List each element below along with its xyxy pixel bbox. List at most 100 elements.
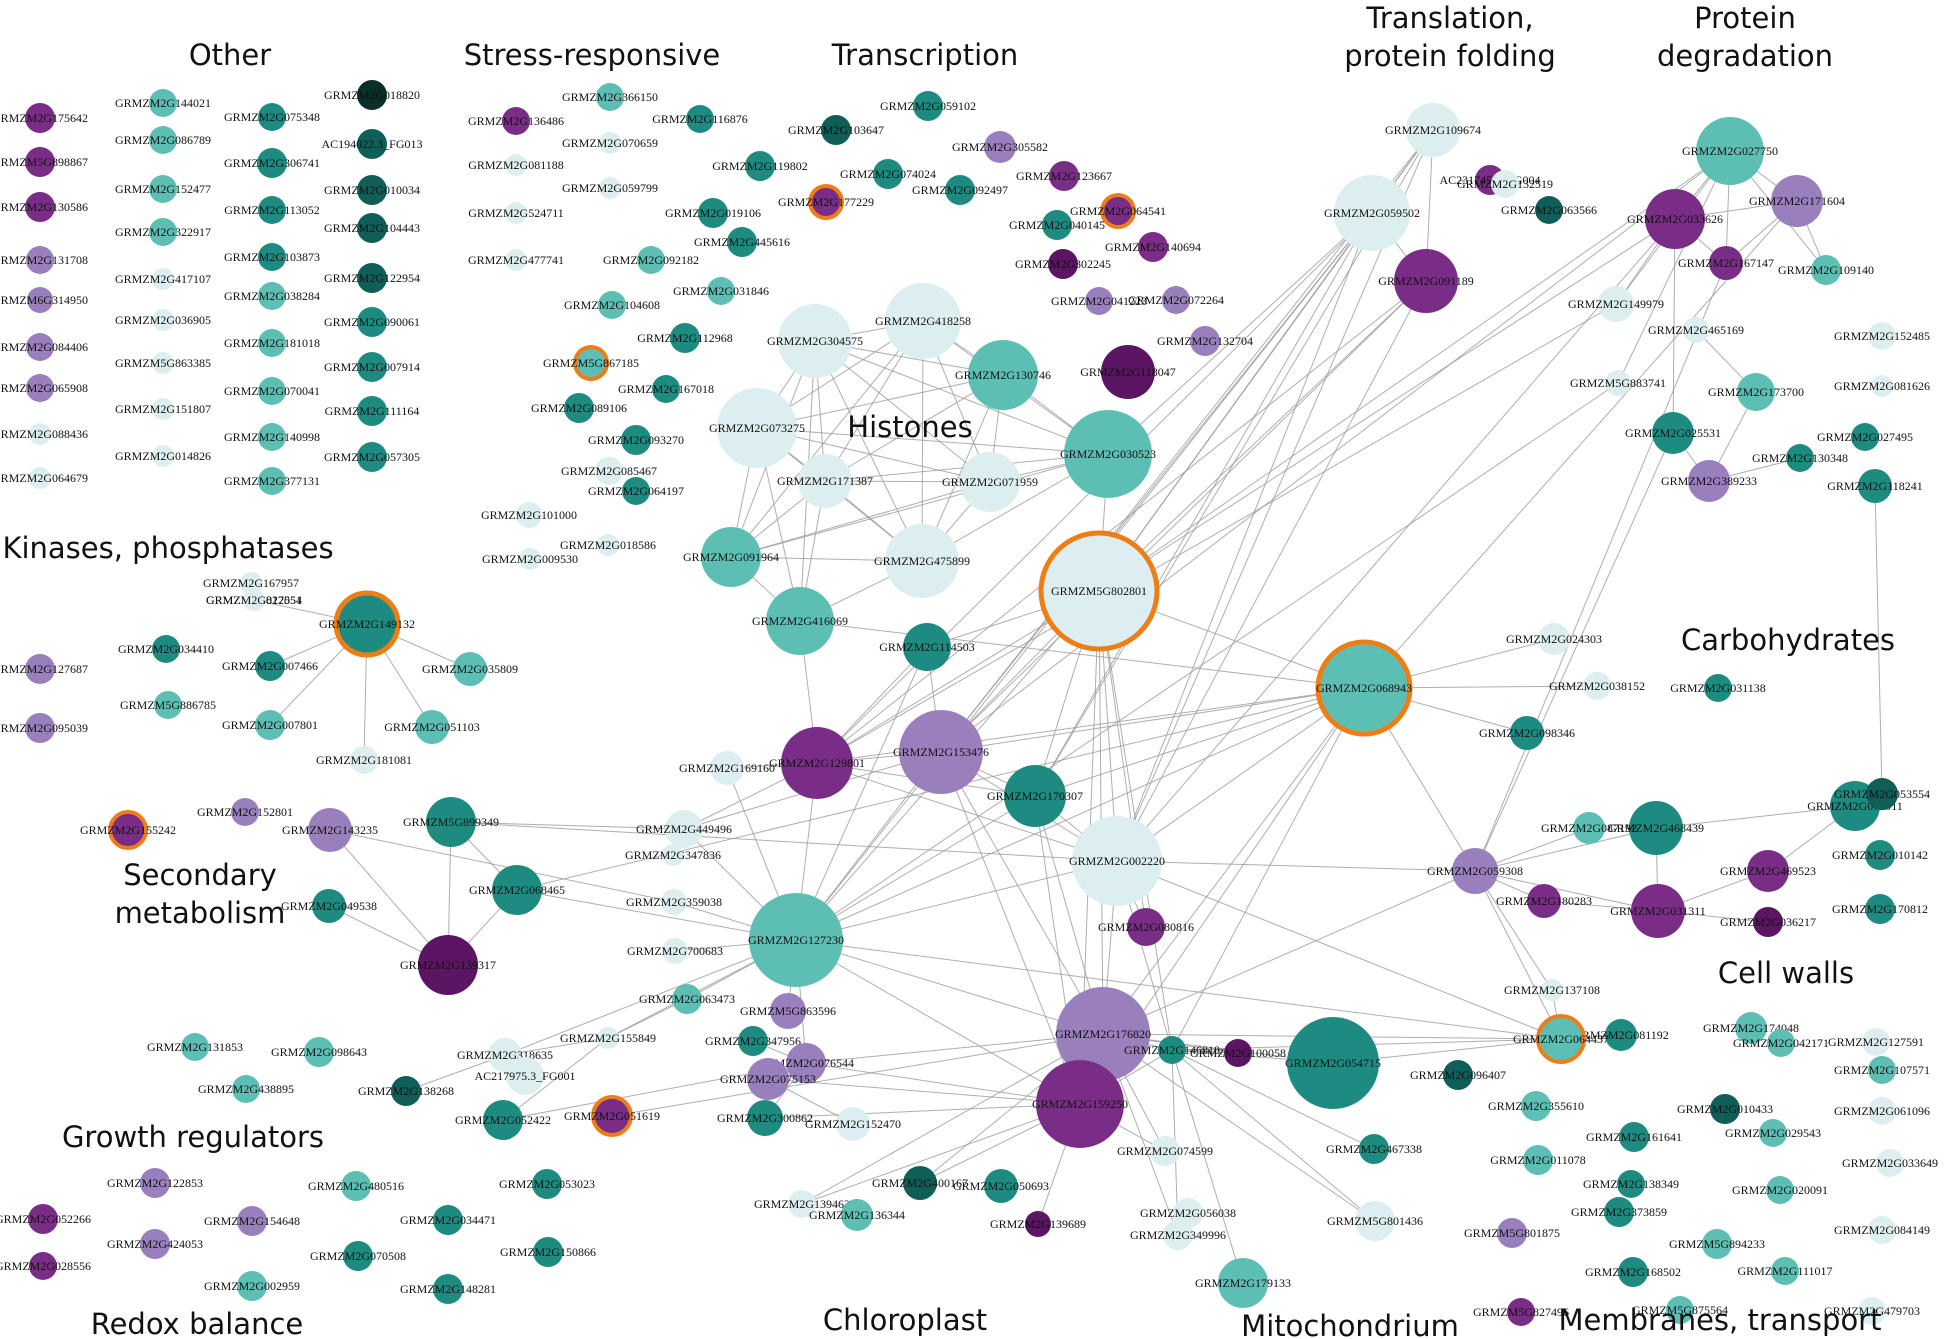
gene-node: GRMZM2G101000: [481, 502, 577, 528]
gene-node-label: GRMZM2G149979: [1568, 297, 1664, 311]
gene-node: GRMZM2G036217: [1720, 907, 1816, 937]
gene-node-circle: [597, 1027, 619, 1049]
category-label: Stress-responsive: [464, 38, 721, 72]
gene-node-label: GRMZM2G042171: [1733, 1036, 1829, 1050]
gene-node: GRMZM2G031846: [673, 277, 769, 305]
gene-node-circle: [836, 1107, 870, 1141]
gene-node: GRMZM2G171387: [777, 454, 873, 508]
gene-node-circle: [1865, 840, 1895, 870]
gene-node-label: GRMZM2G093270: [588, 433, 684, 447]
gene-node-label: GRMZM2G416069: [752, 614, 848, 628]
gene-node-circle: [1521, 1091, 1551, 1121]
gene-node-circle: [505, 202, 527, 224]
gene-node-label: GRMZM2G033649: [1842, 1156, 1938, 1170]
gene-node-circle: [652, 375, 680, 403]
gene-node: GRMZM5G863596: [740, 993, 836, 1029]
gene-node-label: GRMZM2G031311: [1610, 904, 1706, 918]
gene-node-circle: [595, 457, 623, 485]
gene-node-label: GRMZM2G127687: [0, 662, 88, 676]
gene-node-circle: [357, 352, 387, 382]
gene-node: GRMZM2G073275: [709, 388, 805, 468]
gene-node-label: GRMZM2G011078: [1490, 1153, 1586, 1167]
gene-node-circle: [25, 192, 55, 222]
gene-node-label: GRMZM2G064437: [1513, 1032, 1609, 1046]
gene-node-label: GRMZM2G132519: [1457, 177, 1553, 191]
gene-node-circle: [573, 345, 609, 381]
gene-node: GRMZM2G065908: [0, 374, 88, 402]
gene-node-circle: [154, 691, 182, 719]
category-label: Carbohydrates: [1681, 623, 1895, 657]
gene-node-label: GRMZM2G007466: [222, 659, 318, 673]
gene-node-label: GRMZM2G018586: [560, 538, 656, 552]
network-edge: [940, 751, 1104, 1035]
gene-node: GRMZM2G127591: [1828, 1028, 1924, 1056]
gene-node-circle: [1315, 639, 1413, 737]
gene-node-label: GRMZM2G119802: [712, 159, 808, 173]
category-label: Growth regulators: [62, 1120, 324, 1154]
gene-node-label: GRMZM2G139689: [990, 1217, 1086, 1231]
gene-node: GRMZM2G161641: [1586, 1122, 1682, 1152]
gene-node: GRMZM2G019106: [665, 198, 761, 228]
gene-node: GRMZM2G072264: [1128, 286, 1224, 314]
gene-node-label: GRMZM2G127230: [748, 933, 844, 947]
gene-node-circle: [26, 374, 54, 402]
gene-node-circle: [591, 1095, 633, 1137]
network-edge: [795, 939, 1562, 1040]
gene-node-circle: [945, 175, 975, 205]
gene-node-circle: [240, 572, 262, 594]
gene-node-circle: [343, 1241, 373, 1271]
gene-node-circle: [788, 1190, 816, 1218]
gene-node: GRMZM2G007466: [222, 651, 318, 681]
gene-node-label: GRMZM2G095039: [0, 721, 88, 735]
gene-node: GRMZM2G059502: [1324, 175, 1420, 251]
gene-node-label: GRMZM2G052422: [455, 1113, 551, 1127]
gene-node-circle: [506, 1057, 544, 1095]
gene-node: GRMZM2G467338: [1326, 1134, 1422, 1164]
category-label: Chloroplast: [823, 1303, 987, 1337]
gene-node-label: GRMZM2G146818: [1124, 1043, 1220, 1057]
gene-node-circle: [698, 198, 728, 228]
gene-node-circle: [597, 534, 619, 556]
gene-node: GRMZM2G064679: [0, 467, 88, 489]
gene-node-label: GRMZM2G475899: [874, 554, 970, 568]
gene-node-label: GRMZM2G034471: [400, 1213, 496, 1227]
gene-node: GRMZM2G424053: [107, 1229, 203, 1259]
gene-node-label: AC217975.3_FG001: [474, 1069, 575, 1083]
gene-node: GRMZM2G071959: [942, 452, 1038, 512]
gene-node-label: GRMZM5G801875: [1464, 1226, 1560, 1240]
gene-node-circle: [1868, 1216, 1896, 1244]
gene-node-label: GRMZM2G034410: [118, 642, 214, 656]
gene-node-circle: [747, 1100, 783, 1136]
gene-node: GRMZM2G140998: [224, 423, 320, 451]
gene-node-circle: [357, 213, 387, 243]
gene-node: GRMZM2G009530: [482, 548, 578, 570]
gene-node: GRMZM2G416069: [752, 587, 848, 655]
gene-node-label: GRMZM2G064197: [588, 484, 684, 498]
gene-node-label: GRMZM2G152485: [1834, 329, 1930, 343]
gene-node-label: GRMZM2G104443: [324, 221, 420, 235]
gene-node-label: GRMZM2G068465: [469, 883, 565, 897]
gene-node-label: GRMZM2G053554: [1834, 787, 1930, 801]
gene-node: GRMZM5G883741: [1570, 370, 1666, 396]
gene-node-label: GRMZM2G061096: [1834, 1104, 1930, 1118]
gene-node-circle: [149, 89, 177, 117]
gene-node-circle: [433, 1274, 463, 1304]
gene-node: GRMZM2G167957: [203, 572, 299, 594]
gene-node-label: GRMZM2G070041: [224, 384, 320, 398]
gene-node: GRMZM2G109140: [1778, 255, 1874, 285]
category-label: Membranes, transport: [1559, 1303, 1882, 1337]
gene-node: GRMZM2G063566: [1501, 196, 1597, 224]
network-edge: [611, 1033, 1104, 1117]
gene-node-label: GRMZM2G010433: [1677, 1102, 1773, 1116]
gene-node: GRMZM2G359038: [626, 889, 722, 915]
gene-node-label: GRMZM2G098346: [1479, 726, 1575, 740]
network-edge: [1034, 687, 1365, 797]
gene-node-label: GRMZM2G056038: [1140, 1206, 1236, 1220]
gene-node-circle: [808, 184, 844, 220]
gene-node: GRMZM5G875564: [1632, 1296, 1728, 1324]
gene-node-circle: [1224, 1039, 1252, 1067]
gene-node-circle: [662, 938, 688, 964]
gene-node-label: GRMZM5G802801: [1051, 584, 1147, 598]
gene-node-circle: [149, 126, 177, 154]
